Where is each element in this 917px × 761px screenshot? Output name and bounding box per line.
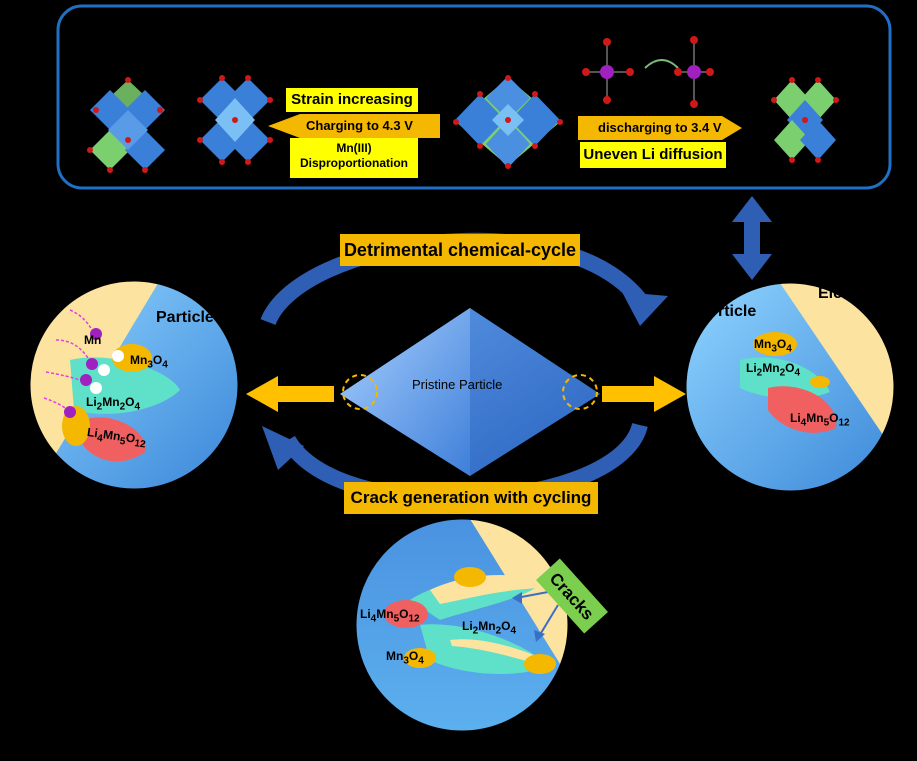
left-particle-circle [30, 281, 238, 489]
crack-pointer-1-head [512, 592, 522, 604]
mn-octahedron-molecule-2 [674, 36, 714, 108]
right-particle-circle [686, 283, 894, 491]
bottom-mn3o4-label: Mn3O4 [386, 649, 424, 667]
mn3-disproportionation-box: Mn(III) Disproportionation [290, 138, 418, 178]
disproportionation-label: Disproportionation [300, 156, 408, 170]
uneven-li-diffusion-label: Uneven Li diffusion [580, 142, 726, 168]
right-mn3o4-label: Mn3O4 [754, 337, 792, 355]
charging-label: Charging to 4.3 V [306, 118, 413, 133]
double-arrow-icon [732, 196, 772, 280]
left-arrow [246, 376, 334, 412]
crack-cycle-arrowhead [262, 426, 304, 470]
pristine-particle-facet [340, 308, 470, 476]
left-mn-label: Mn [84, 333, 102, 347]
right-electrolyte-label: Elect [818, 285, 857, 302]
crystal-structure-2 [200, 78, 270, 162]
bottom-li4mn5o12-label: Li4Mn5O12 [360, 607, 420, 625]
bottom-particle-circle [356, 519, 568, 731]
right-li2mn2o4-label: Li2Mn2O4 [746, 361, 801, 379]
right-arrow [602, 376, 686, 412]
charging-arrow [268, 114, 440, 138]
mn3-label: Mn(III) [336, 141, 372, 155]
crack-cycle-label: Crack generation with cycling [344, 482, 598, 514]
right-particle-label: rticle [718, 303, 757, 320]
mn-octahedron-molecule-1 [582, 38, 634, 104]
crack-pointer-2-head [534, 630, 545, 642]
left-particle-label: Particle [156, 309, 214, 326]
detrimental-cycle-arrowhead [622, 292, 668, 326]
crystal-structure-1 [90, 80, 165, 170]
left-mn3o4-label: Mn3O4 [130, 353, 168, 371]
pristine-particle-label: Pristine Particle [412, 377, 503, 392]
right-li4mn5o12-label: Li4Mn5O12 [790, 411, 850, 429]
dashed-circle-left [342, 374, 378, 410]
discharging-arrow [578, 116, 742, 140]
strain-increasing-label: Strain increasing [286, 88, 418, 112]
top-panel-border [56, 4, 892, 190]
dashed-circle-right [562, 374, 598, 410]
crack-pointer-2 [537, 604, 559, 639]
discharging-label: discharging to 3.4 V [598, 120, 722, 135]
left-li2mn2o4-label: Li2Mn2O4 [86, 395, 141, 413]
oxygen-atoms [87, 75, 839, 173]
detrimental-cycle-label: Detrimental chemical-cycle [340, 234, 580, 266]
bottom-li2mn2o4-label: Li2Mn2O4 [462, 619, 517, 637]
transform-arrow-icon [644, 59, 679, 69]
